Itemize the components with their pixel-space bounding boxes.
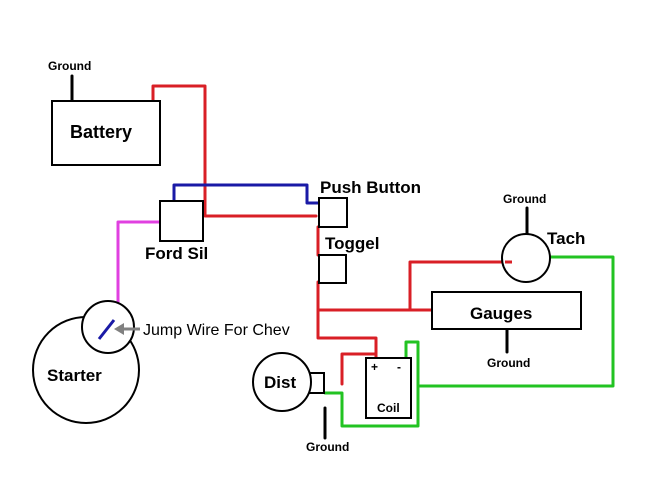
coil-plus-label: +: [371, 360, 378, 374]
gauges-box: [431, 291, 582, 330]
ford-sil-label: Ford Sil: [145, 244, 208, 263]
push-button-label: Push Button: [320, 178, 421, 197]
coil-box: [365, 357, 412, 419]
green-wire-coil-side: [323, 340, 420, 428]
dist-ground-label: Ground: [306, 440, 349, 454]
tach-circle: [501, 233, 551, 283]
coil-minus-label: -: [397, 360, 401, 374]
battery-box: [51, 100, 161, 166]
jump-wire-label: Jump Wire For Chev: [143, 322, 290, 339]
gauges-ground-label: Ground: [487, 356, 530, 370]
red-wire-to-dist: [340, 352, 378, 386]
battery-label: Battery: [70, 122, 132, 142]
jump-wire-segment: [97, 319, 116, 340]
push-button-box: [318, 197, 348, 228]
toggel-box: [318, 254, 347, 284]
red-wire-ignition-bus: [316, 280, 378, 360]
battery-ground-label: Ground: [48, 59, 91, 73]
red-wire-to-tach: [408, 260, 507, 312]
green-wire-tach-loop: [418, 255, 615, 388]
jump-arrow-icon: [114, 323, 140, 335]
tach-label: Tach: [547, 229, 585, 248]
dist-label: Dist: [264, 373, 296, 392]
dist-circle: [252, 352, 312, 412]
starter-label: Starter: [47, 366, 102, 385]
red-wire-battery-feed: [151, 84, 318, 218]
tach-ground-label: Ground: [503, 192, 546, 206]
magenta-wire-starter: [116, 220, 162, 320]
gauges-label: Gauges: [470, 304, 532, 323]
ford-sil-box: [159, 200, 204, 242]
toggel-label: Toggel: [325, 234, 379, 253]
blue-wire-push-button: [172, 183, 320, 224]
coil-label: Coil: [377, 401, 400, 415]
